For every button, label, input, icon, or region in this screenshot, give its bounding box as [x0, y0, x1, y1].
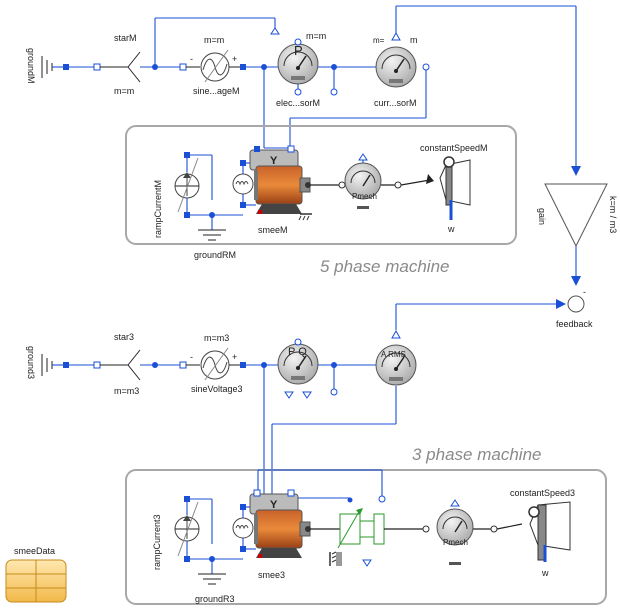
smee-m-label: smeeM — [258, 225, 288, 235]
pmech-3-meter[interactable] — [436, 508, 474, 546]
smee-3-icon[interactable]: Y — [249, 493, 311, 558]
ground-r3[interactable] — [198, 573, 226, 585]
pmech-3-label: Pmech — [443, 538, 468, 547]
rms-sensor-3[interactable] — [375, 344, 417, 386]
feedback-minus: - — [583, 287, 586, 297]
gain-label: gain — [537, 208, 547, 225]
star-m-label: starM — [114, 33, 137, 43]
sine-voltage-3-minus: - — [190, 352, 193, 362]
smee-3-label: smee3 — [258, 570, 285, 580]
current-sensor-m-param-m2: m — [410, 35, 418, 45]
current-sensor-m[interactable] — [375, 46, 417, 88]
smee-data-record-icon[interactable] — [5, 559, 67, 603]
power-sensor-3-letters: P Q — [288, 346, 307, 358]
support-3-icon — [329, 551, 342, 566]
ramp-current-3-label: rampCurrent3 — [152, 514, 162, 570]
ramp-current-3-icon[interactable] — [174, 501, 200, 557]
sine-voltage-3-icon[interactable] — [186, 347, 240, 381]
sine-voltage-m-plus: + — [232, 54, 237, 64]
power-sensor-m-letter: P — [294, 43, 303, 58]
power-sensor-m-param: m=m — [306, 31, 326, 41]
star-m-icon[interactable] — [100, 51, 141, 83]
star-m-plug[interactable] — [93, 63, 101, 71]
feedback-label: feedback — [556, 319, 593, 329]
sine-voltage-3-label: sineVoltage3 — [191, 384, 243, 394]
torque-sensor-3-icon[interactable] — [337, 508, 385, 549]
ground-m[interactable] — [41, 56, 69, 78]
sine-voltage-3-param: m=m3 — [204, 333, 229, 343]
support-m-icon — [298, 213, 312, 221]
ramp-current-m-label: rampCurrentM — [153, 180, 163, 238]
pmech-m-label: Pmech — [352, 192, 377, 201]
gain-expr: k=m / m3 — [608, 196, 618, 233]
gain-block[interactable] — [544, 183, 608, 248]
sine-voltage-m-param: m=m — [204, 35, 224, 45]
sine-voltage-m-minus: - — [190, 54, 193, 64]
star-3-param: m=m3 — [114, 386, 139, 396]
ground-rm[interactable] — [198, 229, 226, 241]
constant-speed-3-label: constantSpeed3 — [510, 488, 575, 498]
machine-title-5phase: 5 phase machine — [320, 257, 449, 276]
star-3-label: star3 — [114, 332, 134, 342]
smee-data-label: smeeData — [14, 546, 55, 556]
power-sensor-3[interactable] — [277, 343, 319, 385]
ground-rm-label: groundRM — [194, 250, 236, 260]
constant-speed-3-w: w — [541, 568, 549, 578]
ground-r3-label: groundR3 — [195, 594, 235, 604]
sine-voltage-3-plus: + — [232, 352, 237, 362]
current-sensor-m-param-m: m= — [373, 36, 385, 45]
ground-m-label: groundM — [26, 48, 36, 84]
feedback-icon[interactable] — [567, 295, 585, 313]
sine-voltage-m-label: sine...ageM — [193, 86, 240, 96]
star-3-icon[interactable] — [100, 349, 141, 381]
excitation-3-icon[interactable] — [232, 517, 254, 539]
current-sensor-m-label: curr...sorM — [374, 98, 417, 108]
star-m-param: m=m — [114, 86, 134, 96]
smee-m-icon[interactable]: Y — [249, 149, 311, 214]
ground-3[interactable] — [41, 354, 69, 376]
constant-speed-m-w: w — [447, 224, 455, 234]
smee-m-star-y: Y — [270, 155, 278, 167]
constant-speed-m-icon[interactable] — [400, 156, 471, 220]
excitation-m-icon[interactable] — [232, 173, 254, 195]
machine-box-5phase[interactable] — [125, 125, 517, 245]
bottom-circuit: ground3 star3 m=m3 m=m3 - + sineVoltage3 — [26, 329, 607, 605]
constant-speed-m-label: constantSpeedM — [420, 143, 488, 153]
constant-speed-3-icon[interactable] — [496, 501, 571, 562]
ground-3-label: ground3 — [26, 346, 36, 379]
power-sensor-m-label: elec...sorM — [276, 98, 320, 108]
machine-title-3phase: 3 phase machine — [412, 445, 541, 464]
rms-sensor-3-label: A RMS — [381, 350, 406, 359]
sine-voltage-m-icon[interactable] — [186, 49, 240, 83]
smee-3-star-y: Y — [270, 499, 278, 511]
top-circuit: groundM starM m=m m=m - + sine...ageM — [26, 5, 581, 276]
